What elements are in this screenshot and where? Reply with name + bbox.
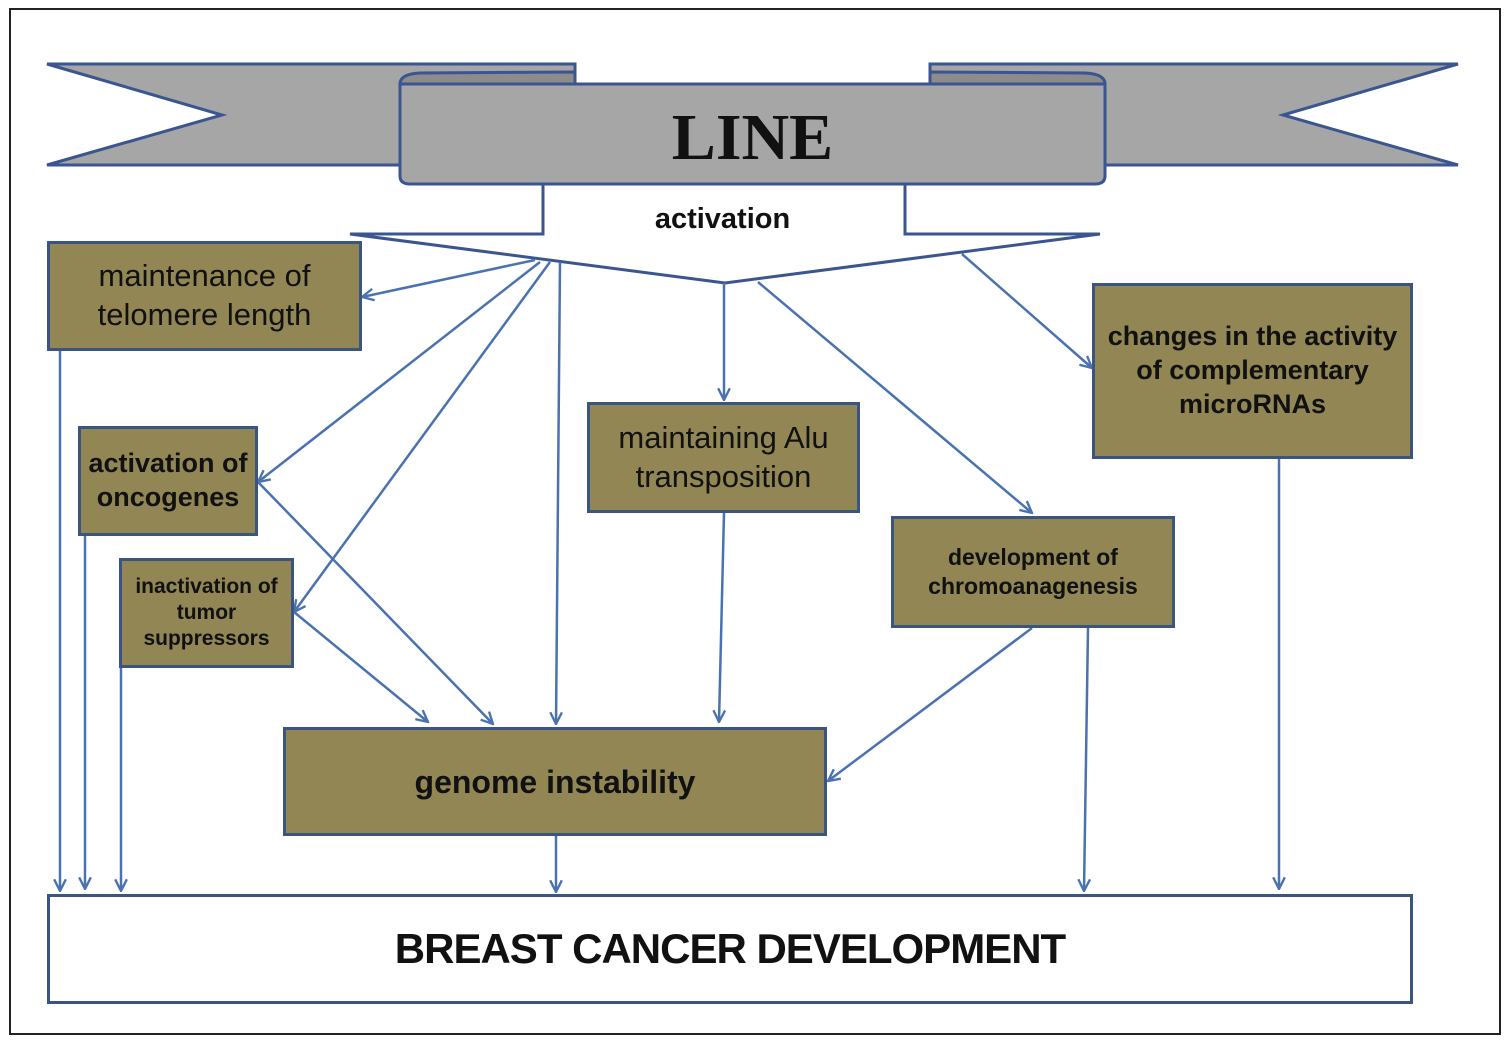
activation-arrow-shape (349, 182, 1101, 285)
node-label-line: genome instability (414, 763, 696, 800)
arrow-line-to-telomere (362, 258, 536, 297)
node-label-line: chromoanagenesis (928, 573, 1138, 599)
banner-center (398, 82, 1107, 186)
node-label-line: telomere length (97, 297, 312, 332)
node-label-line: activation of (88, 448, 248, 479)
banner-right-fold (928, 70, 1107, 86)
node-label-line: development of (948, 544, 1118, 571)
node-genome-instability: genome instability (283, 727, 827, 836)
arrow-chromo-to-genome (828, 627, 1033, 781)
node-label-line: oncogenes (96, 482, 240, 512)
node-label-line: tumor (176, 600, 237, 624)
arrow-chromo-to-breast (1084, 627, 1088, 891)
arrow-suppressors-to-genome (293, 611, 428, 722)
node-label-line: maintaining Alu (618, 419, 829, 455)
node-label-line: inactivation of (135, 574, 278, 598)
node-label-line: maintenance of (98, 258, 311, 294)
line-title: LINE (671, 100, 834, 174)
arrow-alu-to-genome (719, 512, 724, 722)
node-label-line: transposition (635, 458, 812, 494)
arrow-oncogenes-to-genome (257, 481, 493, 724)
line-banner (46, 62, 1459, 186)
node-breast-cancer-development: BREAST CANCER DEVELOPMENT (47, 894, 1413, 1004)
node-label-line: of complementary (1136, 355, 1369, 386)
arrow-line-to-chromo (757, 281, 1032, 513)
arrow-line-to-micro (961, 253, 1092, 368)
arrow-line-to-oncogenes (258, 261, 541, 482)
banner-left-fold (398, 70, 577, 86)
edges-layer (60, 253, 1279, 892)
arrow-line-to-genome (556, 261, 560, 724)
arrow-line-to-suppressors (294, 261, 552, 612)
activation-label: activation (654, 203, 791, 235)
node-label-line: changes in the activity (1107, 321, 1398, 352)
node-label-line: microRNAs (1178, 388, 1327, 419)
node-label-line: BREAST CANCER DEVELOPMENT (394, 924, 1066, 972)
node-label-line: suppressors (143, 627, 270, 651)
